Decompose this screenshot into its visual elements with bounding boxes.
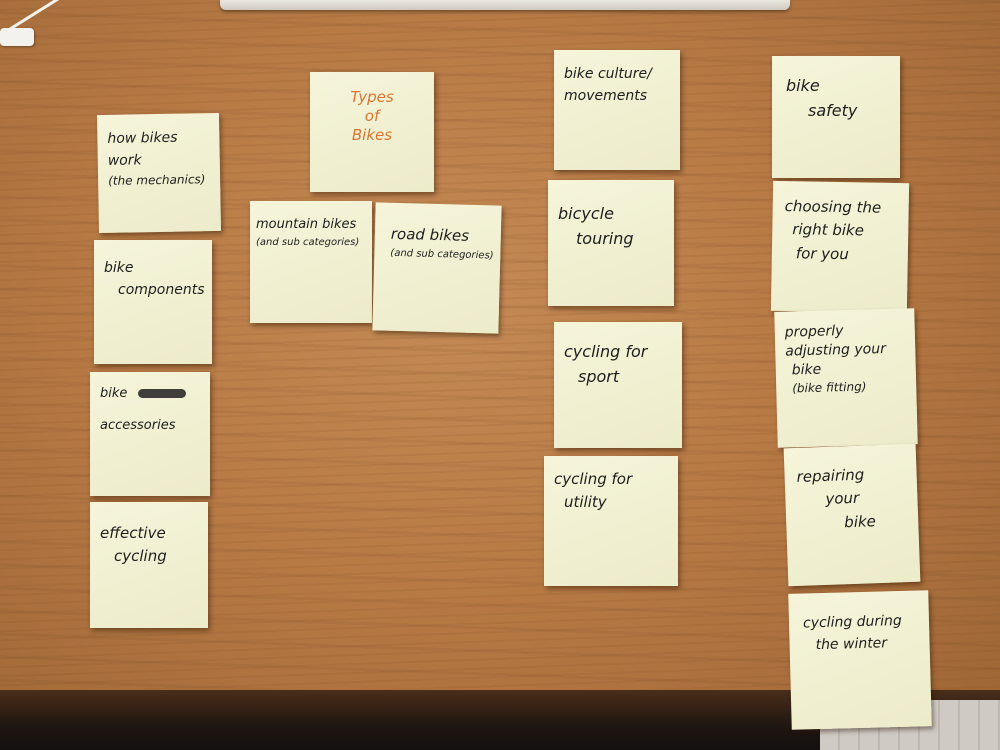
- note-line: bike: [843, 511, 877, 531]
- note-effective-cycling: effective cycling: [90, 502, 208, 628]
- note-line: bike: [786, 76, 820, 95]
- note-line: for you: [795, 243, 850, 263]
- note-line: Types: [350, 88, 394, 106]
- note-line: mountain bikes: [256, 217, 357, 232]
- note-line: bike: [100, 384, 200, 404]
- note-line: right bike: [792, 220, 865, 240]
- note-cycling-winter: cycling during the winter: [788, 590, 932, 730]
- note-repairing-bike: repairing your bike: [783, 443, 921, 587]
- note-line: sport: [578, 366, 620, 386]
- note-bicycle-touring: bicycle touring: [548, 180, 674, 306]
- note-line: bike: [104, 260, 134, 276]
- note-line: how bikes: [107, 129, 178, 147]
- note-line: the winter: [815, 634, 888, 653]
- note-line: choosing the: [784, 197, 882, 217]
- note-line: utility: [564, 493, 607, 512]
- note-line: cycling for: [554, 470, 633, 488]
- note-line: bike culture/: [564, 66, 652, 82]
- scribble-mark: [137, 389, 186, 398]
- note-line: touring: [576, 228, 634, 248]
- note-bike-accessories: bike accessories: [90, 372, 210, 496]
- note-bike-safety: bike safety: [772, 56, 900, 178]
- note-line: components: [118, 281, 205, 298]
- note-line: cycling for: [564, 342, 648, 361]
- note-line: road bikes: [390, 224, 470, 245]
- note-line: (and sub categories): [256, 237, 360, 249]
- note-line: accessories: [100, 418, 176, 434]
- note-cycling-for-utility: cycling for utility: [544, 456, 678, 586]
- device-edge: [220, 0, 790, 10]
- note-line: cycling during: [802, 612, 903, 632]
- note-line: movements: [564, 87, 648, 104]
- note-line: of: [364, 106, 380, 125]
- note-line: work: [107, 151, 142, 169]
- note-line: (the mechanics): [108, 172, 206, 189]
- note-line: effective: [100, 524, 166, 542]
- note-cycling-for-sport: cycling for sport: [554, 322, 682, 448]
- note-line: Bikes: [351, 125, 393, 144]
- cable-clip: [0, 28, 34, 46]
- note-line: cycling: [114, 547, 167, 566]
- note-choosing-right-bike: choosing the right bike for you: [770, 180, 910, 314]
- note-mountain-bikes: mountain bikes (and sub categories): [250, 201, 372, 323]
- note-properly-adjusting: properly adjusting your bike (bike fitti…: [774, 308, 918, 448]
- note-types-of-bikes: Types of Bikes: [310, 72, 434, 192]
- note-word: bike: [100, 386, 128, 401]
- note-line: (and sub categories): [390, 248, 494, 262]
- note-bike-components: bike components: [94, 240, 212, 364]
- note-bike-culture: bike culture/ movements: [554, 50, 680, 170]
- note-how-bikes-work: how bikes work (the mechanics): [96, 112, 222, 234]
- note-line: safety: [808, 100, 858, 120]
- note-line: bicycle: [558, 204, 614, 223]
- note-road-bikes: road bikes (and sub categories): [372, 202, 502, 334]
- note-line: (bike fitting): [792, 379, 867, 396]
